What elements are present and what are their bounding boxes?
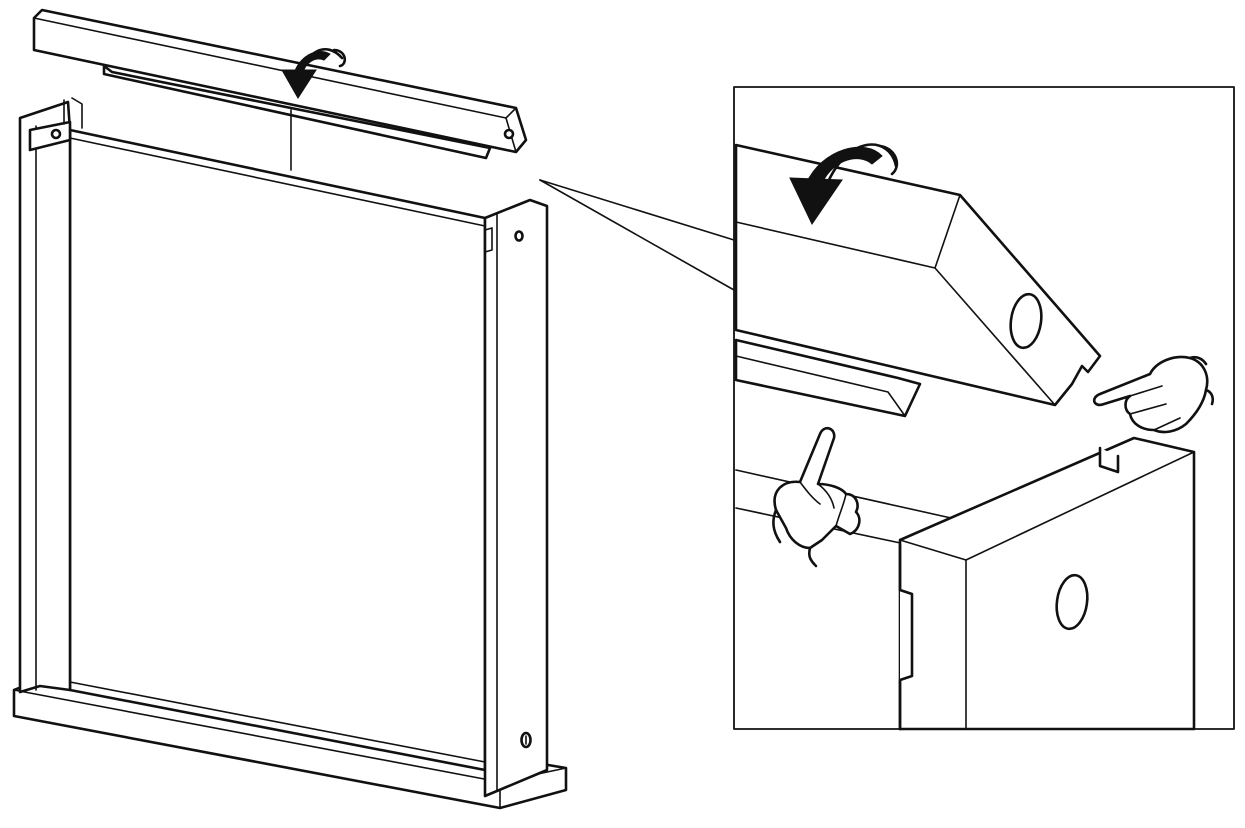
top-rail xyxy=(32,8,528,171)
pointing-hand-icon xyxy=(1092,355,1215,434)
detail-rail-lower xyxy=(734,338,922,418)
right-side-panel xyxy=(483,198,549,798)
detail-inset xyxy=(733,86,1235,731)
rotate-arrow-icon xyxy=(789,143,899,225)
rotate-arrow-icon xyxy=(281,47,347,99)
left-side-panel xyxy=(18,97,83,694)
zoom-callout-lines xyxy=(539,179,735,291)
frame-assembly xyxy=(12,8,568,810)
pointing-hand-icon xyxy=(772,426,861,568)
back-panel xyxy=(39,128,487,772)
detail-rail-block xyxy=(734,143,1102,407)
detail-side-panel xyxy=(898,436,1196,731)
